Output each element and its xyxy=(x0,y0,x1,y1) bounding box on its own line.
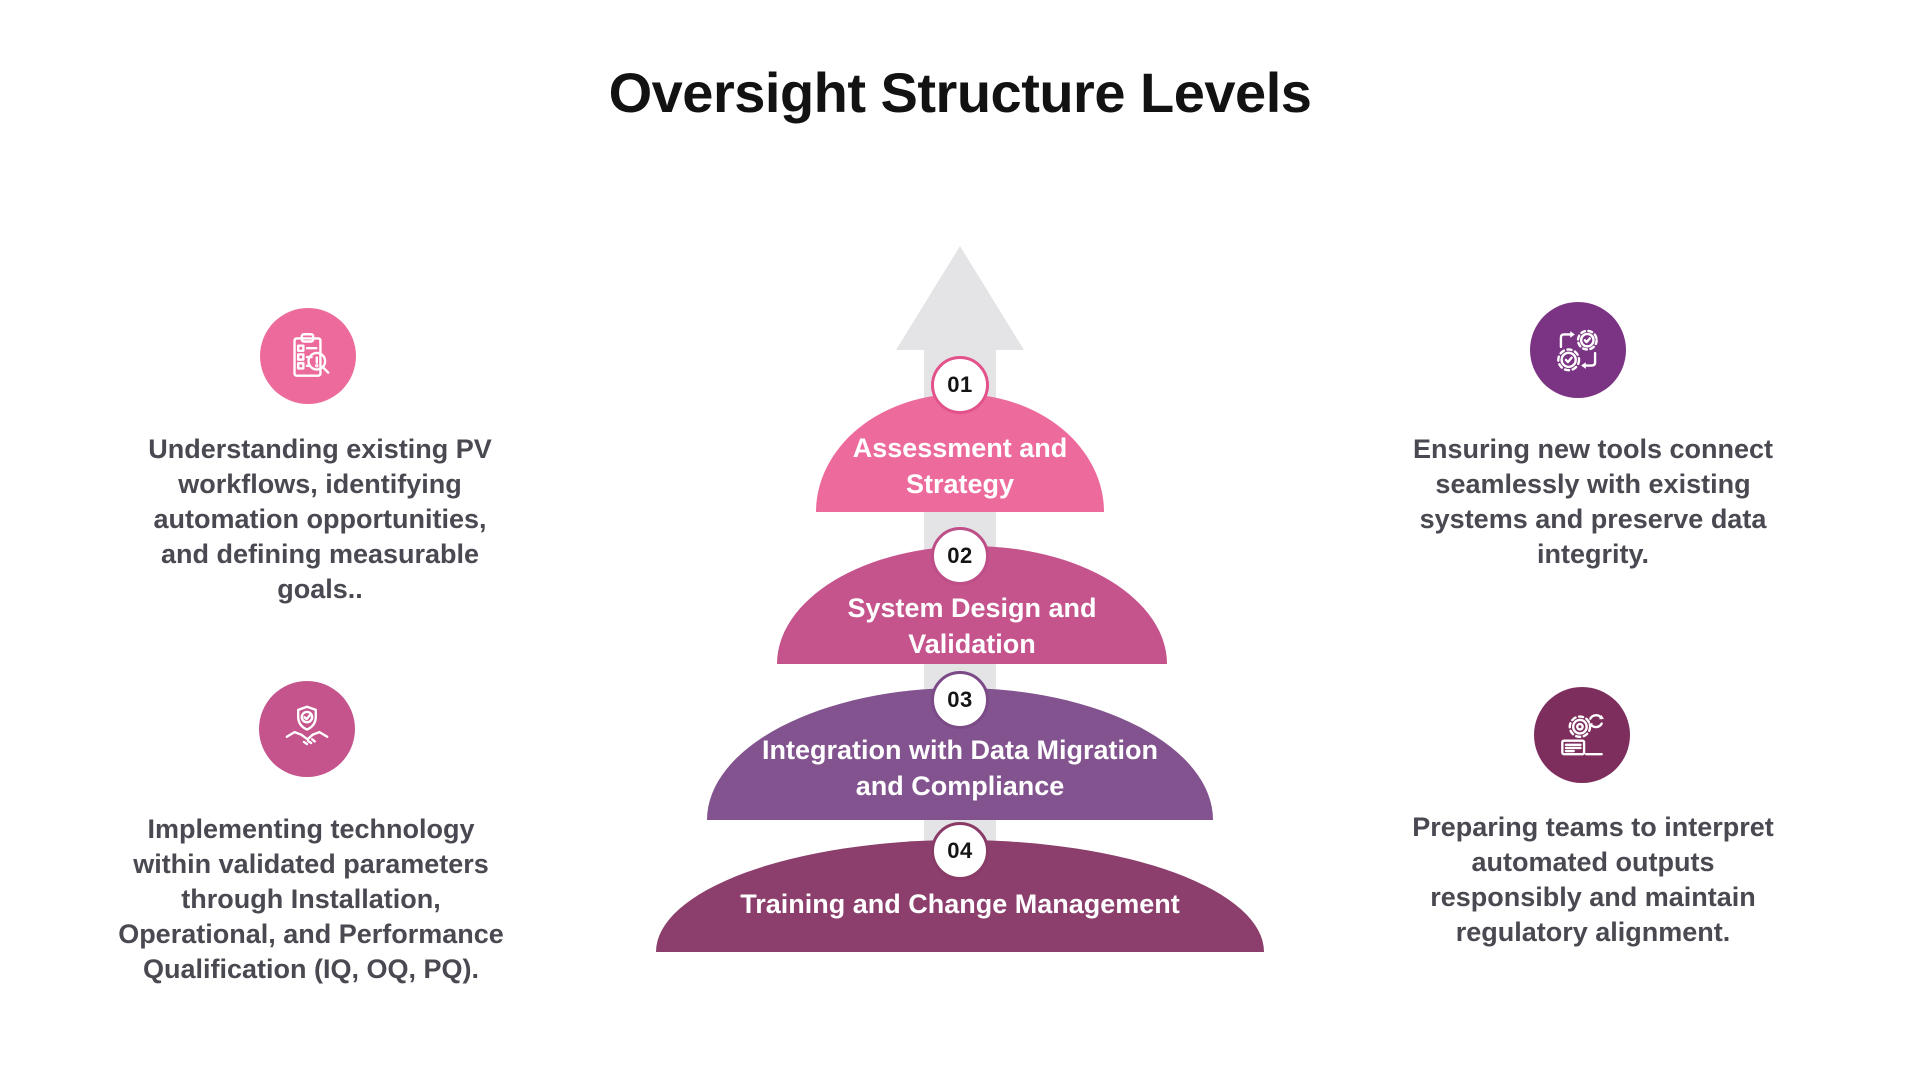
bottom-right-icon-circle xyxy=(1534,687,1630,783)
pyramid-level-1-label: Assessment and Strategy xyxy=(852,433,1068,499)
bottom-right-callout-text: Preparing teams to interpret automated o… xyxy=(1412,812,1774,947)
gear-document-icon xyxy=(1561,714,1604,756)
level-2-number-badge: 02 xyxy=(931,527,989,585)
level-4-number-badge: 04 xyxy=(931,822,989,880)
bottom-left-callout-text: Implementing technology within validated… xyxy=(118,814,504,984)
top-right-icon-circle xyxy=(1530,302,1626,398)
page-title: Oversight Structure Levels xyxy=(608,61,1312,124)
pyramid-level-4-label: Training and Change Management xyxy=(740,889,1180,919)
level-1-number-badge: 01 xyxy=(931,356,989,414)
clipboard-audit-icon xyxy=(293,333,330,377)
top-left-callout-text: Understanding existing PV workflows, ide… xyxy=(148,434,492,604)
gears-sync-icon xyxy=(1557,329,1598,372)
top-left-icon-circle xyxy=(260,308,356,404)
bottom-left-icon-circle xyxy=(259,681,355,777)
level-3-number-badge: 03 xyxy=(931,671,989,729)
pyramid-level-2-label: System Design and Validation xyxy=(847,593,1097,659)
pyramid-level-3-label: Integration with Data Migration and Comp… xyxy=(762,735,1158,801)
handshake-shield-icon xyxy=(285,705,329,746)
top-right-callout-text: Ensuring new tools connect seamlessly wi… xyxy=(1412,434,1774,569)
arrow-up-icon xyxy=(896,246,1024,350)
